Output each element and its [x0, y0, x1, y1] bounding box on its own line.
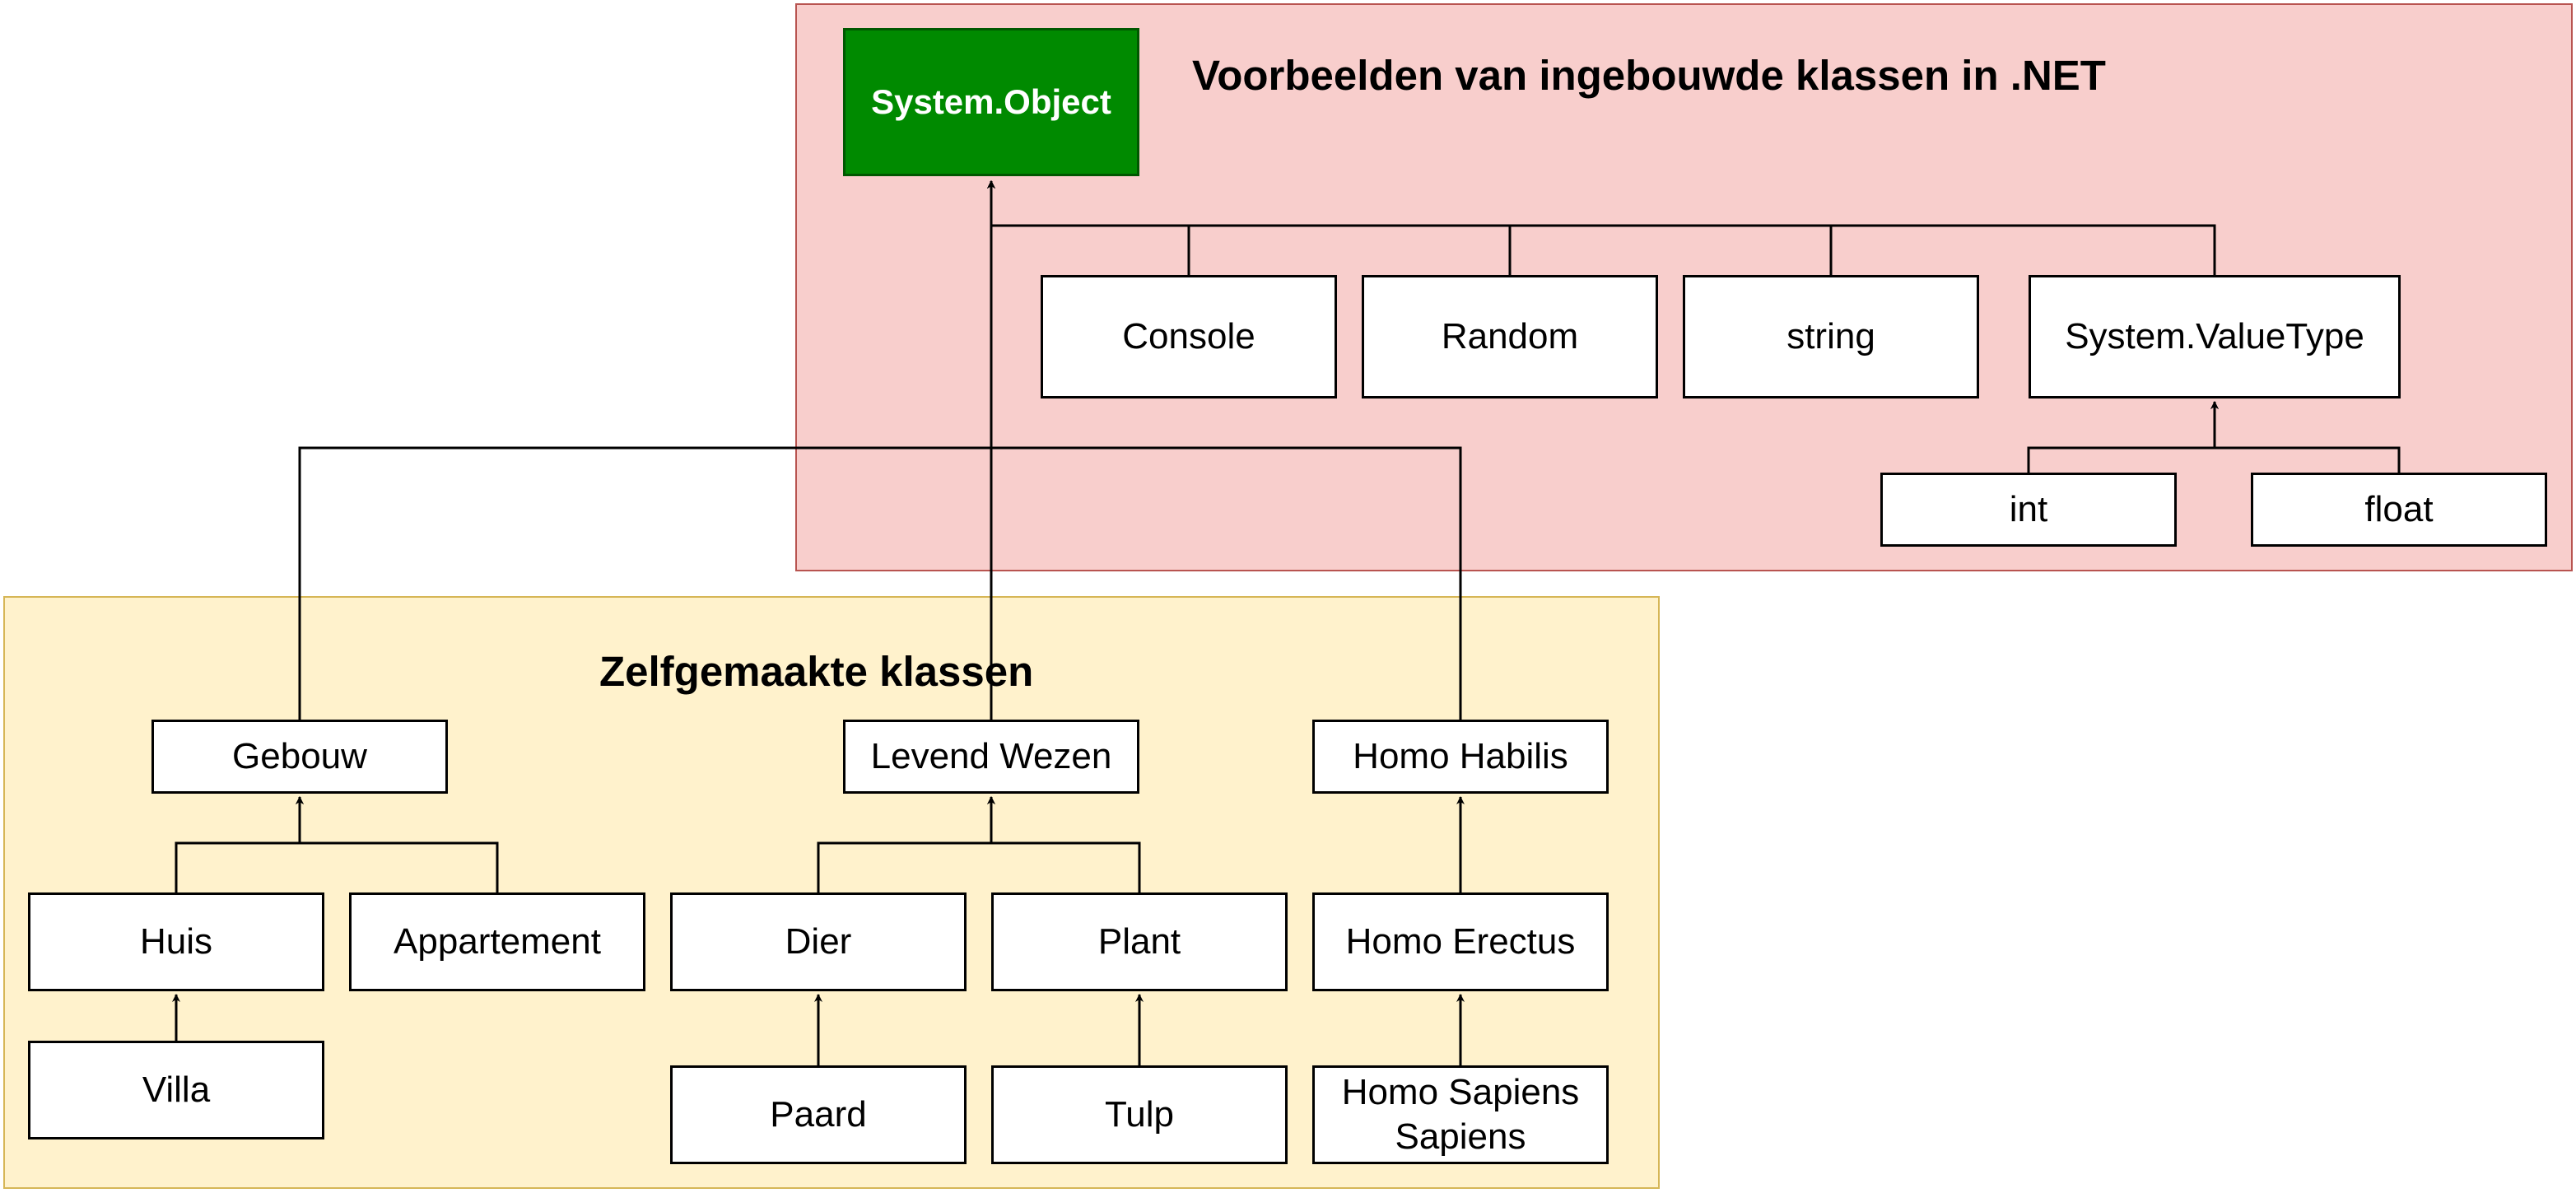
edge-int-valuetype: [2027, 401, 2219, 473]
class-villa[interactable]: Villa: [28, 1041, 324, 1139]
class-homo-erectus[interactable]: Homo Erectus: [1312, 892, 1609, 991]
class-system-object[interactable]: System.Object: [843, 28, 1139, 176]
class-int[interactable]: int: [1880, 473, 2177, 547]
class-paard[interactable]: Paard: [670, 1065, 967, 1164]
class-homo-habilis[interactable]: Homo Habilis: [1312, 720, 1609, 794]
edge-string-object: [987, 180, 1833, 275]
class-levend-wezen[interactable]: Levend Wezen: [843, 720, 1139, 794]
class-console[interactable]: Console: [1041, 275, 1337, 398]
edge-console-object: [987, 180, 1190, 275]
edge-float-valuetype: [2210, 401, 2401, 473]
dotnet-group-title: Voorbeelden van ingebouwde klassen in .N…: [1192, 52, 2106, 99]
class-appartement[interactable]: Appartement: [349, 892, 645, 991]
class-tulp[interactable]: Tulp: [991, 1065, 1288, 1164]
class-system-valuetype[interactable]: System.ValueType: [2029, 275, 2401, 398]
class-string[interactable]: string: [1683, 275, 1979, 398]
edge-huis-gebouw: [175, 796, 304, 892]
class-gebouw[interactable]: Gebouw: [151, 720, 448, 794]
edge-appartement-gebouw: [296, 796, 499, 892]
edge-gebouw-object: [298, 446, 1462, 720]
edge-dier-levendwezen: [817, 796, 995, 892]
edge-valuetype-object: [987, 180, 2216, 275]
class-float[interactable]: float: [2251, 473, 2547, 547]
class-homo-sapiens-sapiens[interactable]: Homo Sapiens Sapiens: [1312, 1065, 1609, 1164]
class-random[interactable]: Random: [1362, 275, 1658, 398]
edge-plant-levendwezen: [987, 796, 1141, 892]
class-dier[interactable]: Dier: [670, 892, 967, 991]
class-huis[interactable]: Huis: [28, 892, 324, 991]
custom-group-title: Zelfgemaakte klassen: [599, 648, 1034, 695]
class-plant[interactable]: Plant: [991, 892, 1288, 991]
edge-random-object: [987, 180, 1512, 275]
